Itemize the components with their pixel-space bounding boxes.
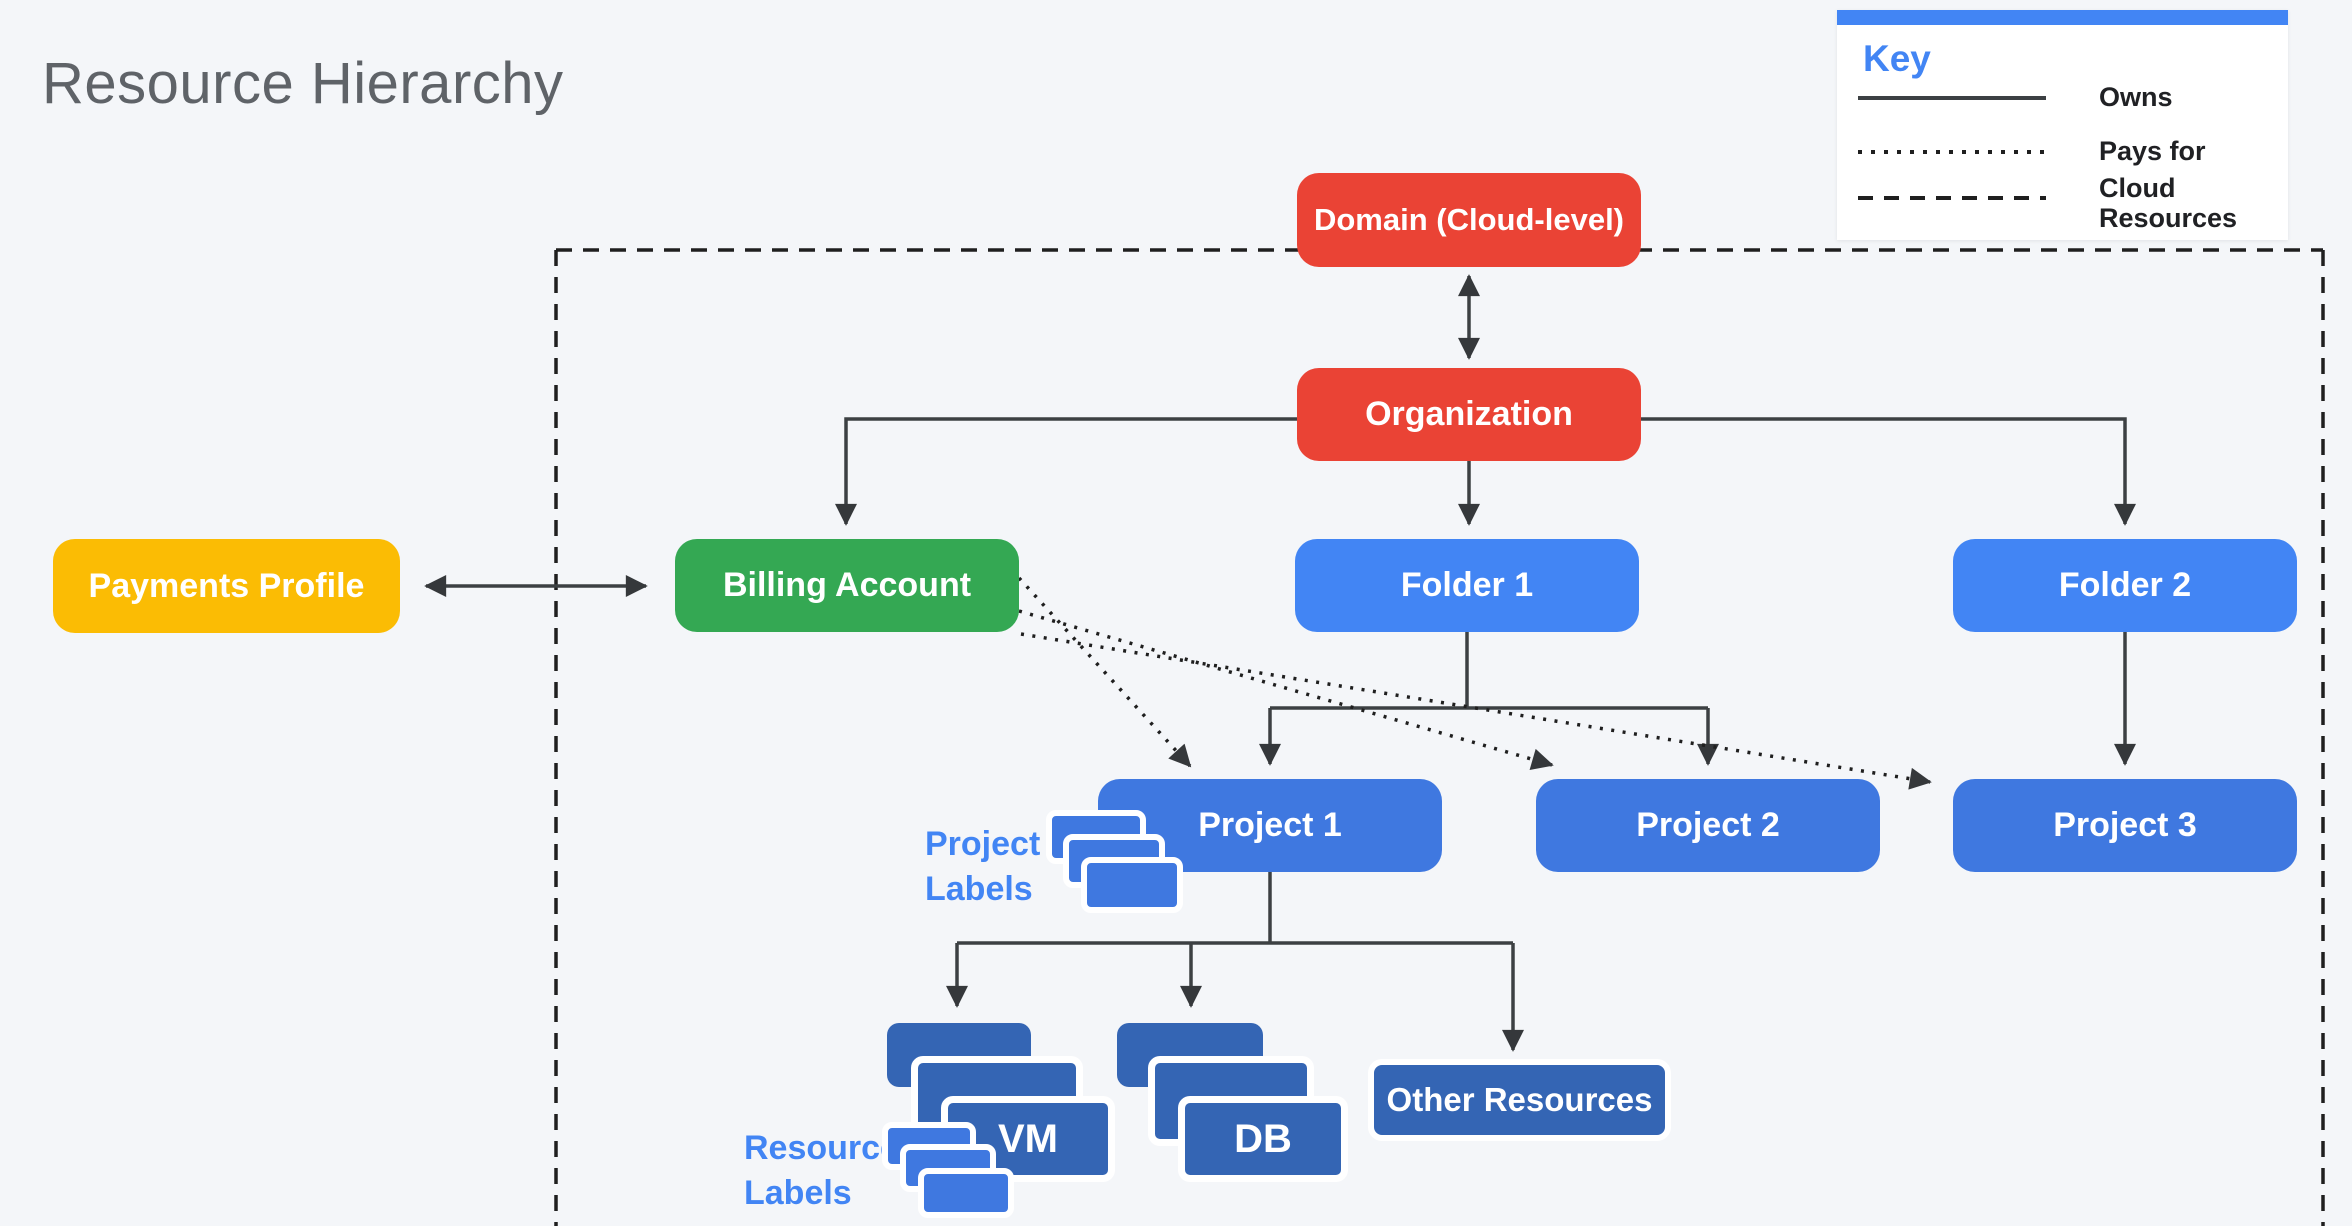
organization-label: Organization — [1365, 395, 1573, 433]
other-resources-node: Other Resources — [1368, 1059, 1671, 1141]
page-title: Resource Hierarchy — [42, 51, 564, 116]
project2-label: Project 2 — [1636, 806, 1780, 844]
owns-connectors — [424, 274, 2136, 1052]
project3-node: Project 3 — [1953, 779, 2297, 872]
legend-dotted-line-sample — [1858, 150, 2046, 154]
legend-accent-bar — [1837, 10, 2288, 25]
cloud-resources-boundary — [554, 248, 2325, 1226]
vm-label: VM — [998, 1116, 1058, 1161]
legend-label-owns: Owns — [2099, 82, 2173, 112]
project3-label: Project 3 — [2053, 806, 2197, 844]
pays-for-connectors — [1017, 576, 1932, 790]
project1-node: Project 1 — [1098, 779, 1442, 872]
legend-dashed-line-sample — [1858, 196, 2046, 200]
legend-solid-line-sample — [1858, 96, 2046, 100]
domain-node: Domain (Cloud-level) — [1297, 173, 1641, 267]
project1-label: Project 1 — [1198, 806, 1342, 844]
payments-profile-label: Payments Profile — [88, 566, 365, 605]
db-label: DB — [1234, 1116, 1292, 1161]
legend-label-pays-for: Pays for — [2099, 136, 2206, 166]
legend-title: Key — [1863, 38, 1931, 79]
resource-labels-annotation: Resource Labels — [744, 1129, 899, 1212]
billing-account-node: Billing Account — [675, 539, 1019, 632]
billing-account-label: Billing Account — [722, 566, 972, 604]
folder2-node: Folder 2 — [1953, 539, 2297, 632]
folder2-label: Folder 2 — [2058, 566, 2192, 604]
organization-node: Organization — [1297, 368, 1641, 461]
legend-label-cloud-resources: Cloud Resources — [2099, 173, 2238, 234]
legend: Key Owns Pays for Cloud Resources — [1837, 10, 2288, 240]
db-card-front: DB — [1178, 1096, 1348, 1182]
domain-label: Domain (Cloud-level) — [1313, 202, 1624, 237]
project-labels-annotation: Project Labels — [925, 825, 1041, 908]
project2-node: Project 2 — [1536, 779, 1880, 872]
payments-profile-node: Payments Profile — [53, 539, 400, 633]
folder1-label: Folder 1 — [1400, 566, 1534, 604]
folder1-node: Folder 1 — [1295, 539, 1639, 632]
project-label-card-front — [1081, 857, 1183, 913]
other-resources-label: Other Resources — [1386, 1081, 1653, 1118]
resource-label-card-front — [918, 1168, 1014, 1218]
